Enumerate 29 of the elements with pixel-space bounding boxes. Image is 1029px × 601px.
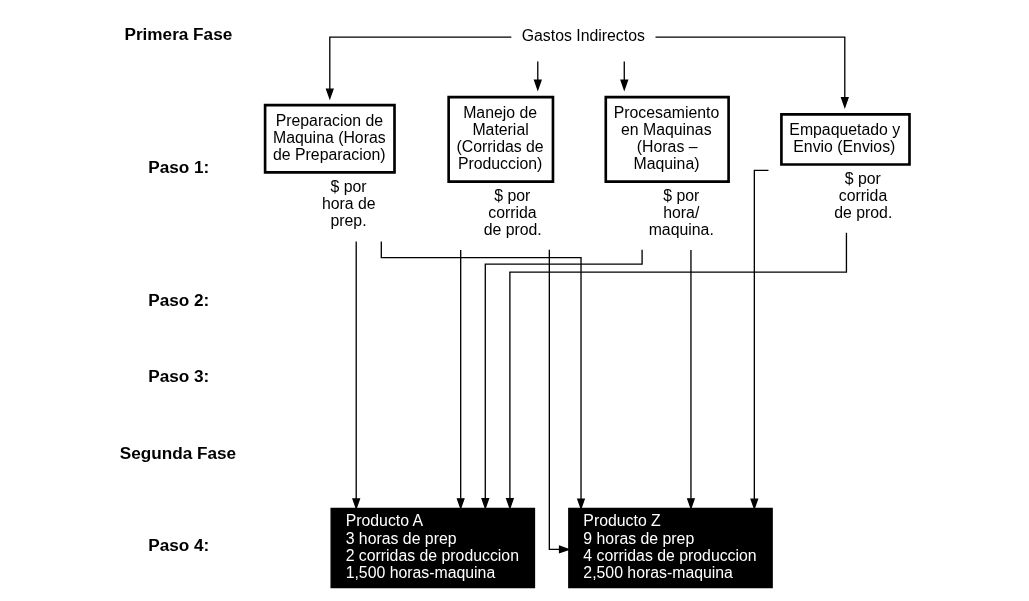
label: Paso 1:: [147, 156, 209, 177]
node-box: Procesamiento en Maquinas (Horas – Maquina): [603, 95, 730, 183]
label: Paso 4:: [147, 535, 209, 556]
node-label: $ por hora de prep.: [321, 177, 376, 230]
arrow: [480, 249, 643, 510]
arrow: [533, 60, 542, 92]
arrow: [325, 36, 512, 101]
arrow: [654, 36, 849, 109]
arrow: [548, 249, 571, 554]
arrow: [505, 232, 847, 510]
node-box: Producto Z 9 horas de prep 4 corridas de produccion 2,500 horas-maquina: [567, 507, 773, 589]
arrow: [351, 240, 360, 511]
arrow: [686, 249, 695, 511]
node-box: Empaquetado y Envio (Envios): [779, 113, 911, 166]
arrow: [619, 60, 628, 92]
node-label: $ por corrida de prod.: [833, 169, 892, 222]
label: Paso 3:: [147, 366, 209, 387]
node-label: $ por hora/ maquina.: [648, 186, 714, 239]
label: Segunda Fase: [119, 442, 236, 463]
arrow: [380, 240, 585, 511]
node-box: Producto A 3 horas de prep 2 corridas de produccion 1,500 horas-maquina: [329, 507, 535, 589]
node-box: Preparacion de Maquina (Horas de Preparacion): [263, 103, 396, 174]
arrow: [749, 169, 769, 511]
label: Primera Fase: [123, 24, 232, 45]
arrow: [456, 249, 465, 511]
node-label: $ por corrida de prod.: [483, 186, 542, 239]
label: Paso 2:: [147, 289, 209, 310]
node-text: Gastos Indirectos: [521, 27, 645, 45]
node-box: Manejo de Material (Corridas de Produccion): [446, 95, 554, 183]
